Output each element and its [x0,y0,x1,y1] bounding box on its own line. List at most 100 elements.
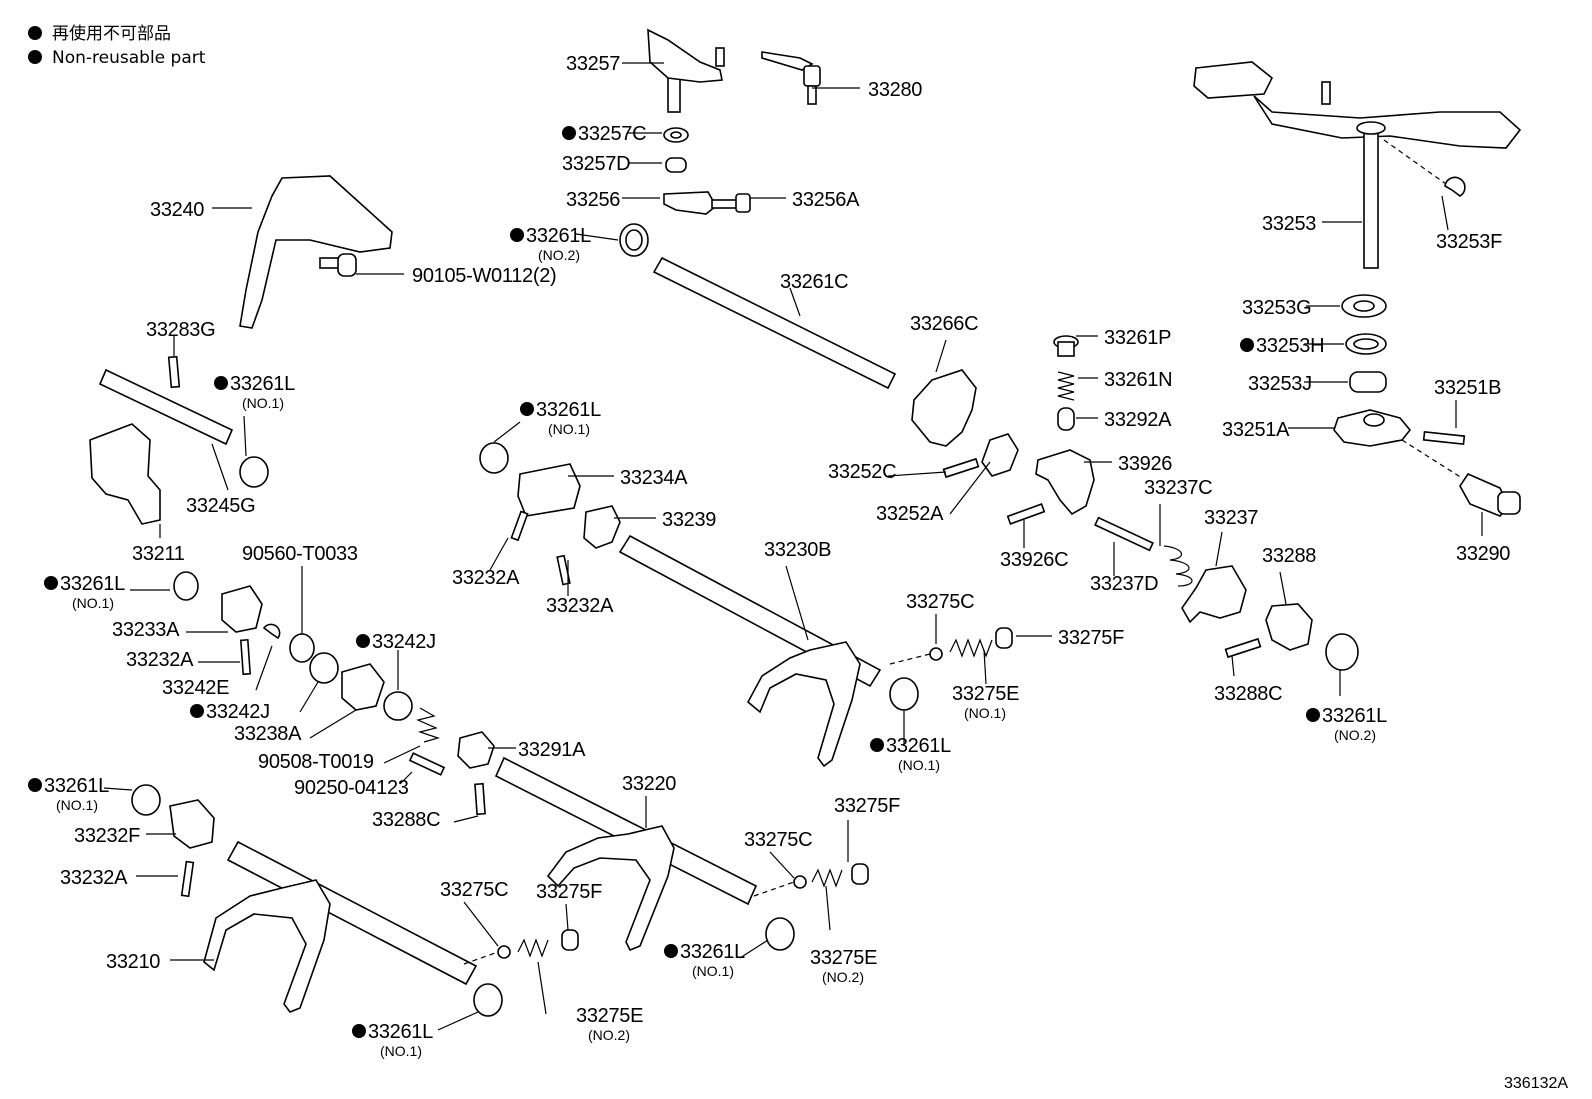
lever-33253-part [1193,61,1522,269]
part-number: 33290 [1456,543,1510,565]
part-number: 33926C [1000,549,1068,571]
part-number: 33261L [60,573,125,595]
bushing-33261l-part [239,456,269,488]
part-variant: (NO.2) [538,247,580,263]
non-reusable-dot-icon [1240,338,1254,352]
part-number: 33261L [526,225,591,247]
callout-label-33261l: 33261L(NO.1) [352,1021,433,1059]
part-number: 33232A [60,867,128,889]
spring-33237c-part [1163,545,1193,587]
pin-33237d-part [1094,516,1154,552]
part-number: 33237C [1144,477,1212,499]
part-number: 33261L [536,399,601,421]
part-number: 33261L [1322,705,1387,727]
non-reusable-dot-icon [510,228,524,242]
block-33238a-part [341,663,385,711]
part-number: 33253 [1262,213,1316,235]
legend: 再使用不可部品 Non-reusable part [28,23,206,68]
part-number: 33257 [566,53,620,75]
part-number: 33240 [150,199,204,221]
non-reusable-dot-icon [44,576,58,590]
callout-label-33283g: 33283G [146,319,216,341]
pin-33926c-part [1006,503,1046,525]
part-number: 33275C [440,879,508,901]
part-number: 33256 [566,189,620,211]
block-33232f-part [169,799,215,849]
callout-label-33232a: 33232A [126,649,194,671]
fork-33210-part [203,879,331,1013]
pin-33251b-part [1422,431,1466,445]
part-number: 33275C [906,591,974,613]
part-number: 33237D [1090,573,1158,595]
pin-90250-part [408,752,446,776]
part-number: 33261C [780,271,848,293]
washer-33253g-part [1353,300,1375,312]
clip-33253f-part [1444,176,1466,197]
part-number: 33283G [146,319,215,341]
callout-label-33232a: 33232A [546,595,614,617]
bushing-33242j-part [383,691,413,721]
fork-33220-part [546,825,675,952]
callout-label-33252c: 33252C [828,461,897,483]
callout-label-33238a: 33238A [234,723,302,745]
part-number: 33288C [1214,683,1282,705]
callout-label-33261l: 33261L(NO.1) [520,399,601,437]
washer-33257c-part [670,131,682,139]
part-variant: (NO.1) [242,395,284,411]
part-number: 33211 [132,543,185,565]
part-number: 33233A [112,619,180,641]
part-number: 33261L [368,1021,433,1043]
part-number: 33252C [828,461,896,483]
callout-label-33292a: 33292A [1104,409,1172,431]
part-number: 90560-T0033 [242,543,358,565]
callout-label-33288: 33288 [1262,545,1317,567]
block-33266c-part [911,369,977,447]
part-number: 33242J [372,631,436,653]
part-number: 33242J [206,701,270,723]
callout-label-90250-04123: 90250-04123 [294,777,409,799]
bushing-33242j-part [309,652,339,684]
callout-label-33288c: 33288C [1214,683,1283,705]
part-number: 33210 [106,951,160,973]
part-number: 33253F [1436,231,1502,253]
legend-text-ja: 再使用不可部品 [52,23,171,44]
lever-33256-part [663,191,718,215]
callout-label-33261l: 33261L(NO.1) [664,941,745,979]
part-number: 33261P [1104,327,1171,349]
bushing-33261l-part [479,442,509,474]
part-number: 33275E [576,1005,643,1027]
part-number: 33261L [886,735,951,757]
shaft-33210-part [226,840,478,986]
callout-label-33275e: 33275E(NO.2) [810,947,877,985]
callout-label-33233a: 33233A [112,619,180,641]
part-number: 33251A [1222,419,1290,441]
callout-label-33257: 33257 [566,53,621,75]
fork-33230b-part [746,641,861,768]
callout-lines [103,62,1483,1031]
callout-label-33280: 33280 [868,79,923,101]
ball-33275c-part [793,875,807,889]
callout-label-33245g: 33245G [186,495,256,517]
part-number: 33275F [1058,627,1124,649]
plug-33275f-part [995,627,1013,649]
non-reusable-dot-icon [664,944,678,958]
part-number: 33256A [792,189,860,211]
callout-label-33261l: 33261L(NO.2) [1306,705,1387,743]
callout-label-33288c: 33288C [372,809,441,831]
part-number: 33261N [1104,369,1172,391]
plug-33275f-part [851,863,869,885]
pin-33232a-part [556,554,571,586]
part-number: 90250-04123 [294,777,409,799]
callout-label-33253f: 33253F [1436,231,1502,253]
plug-33275f-part [561,929,579,951]
shaft-33261c-part [652,256,897,390]
part-number: 33253J [1248,373,1312,395]
callout-label-90508-t0019: 90508-T0019 [258,751,374,773]
pin-33232a-part [180,860,195,898]
pin-33252c-part [942,457,980,479]
washer-90560-part [289,633,315,663]
pin-33232a-part [239,638,252,676]
callout-label-33926: 33926 [1118,453,1173,475]
callout-label-33275c: 33275C [906,591,975,613]
callout-label-33232f: 33232F [74,825,140,847]
